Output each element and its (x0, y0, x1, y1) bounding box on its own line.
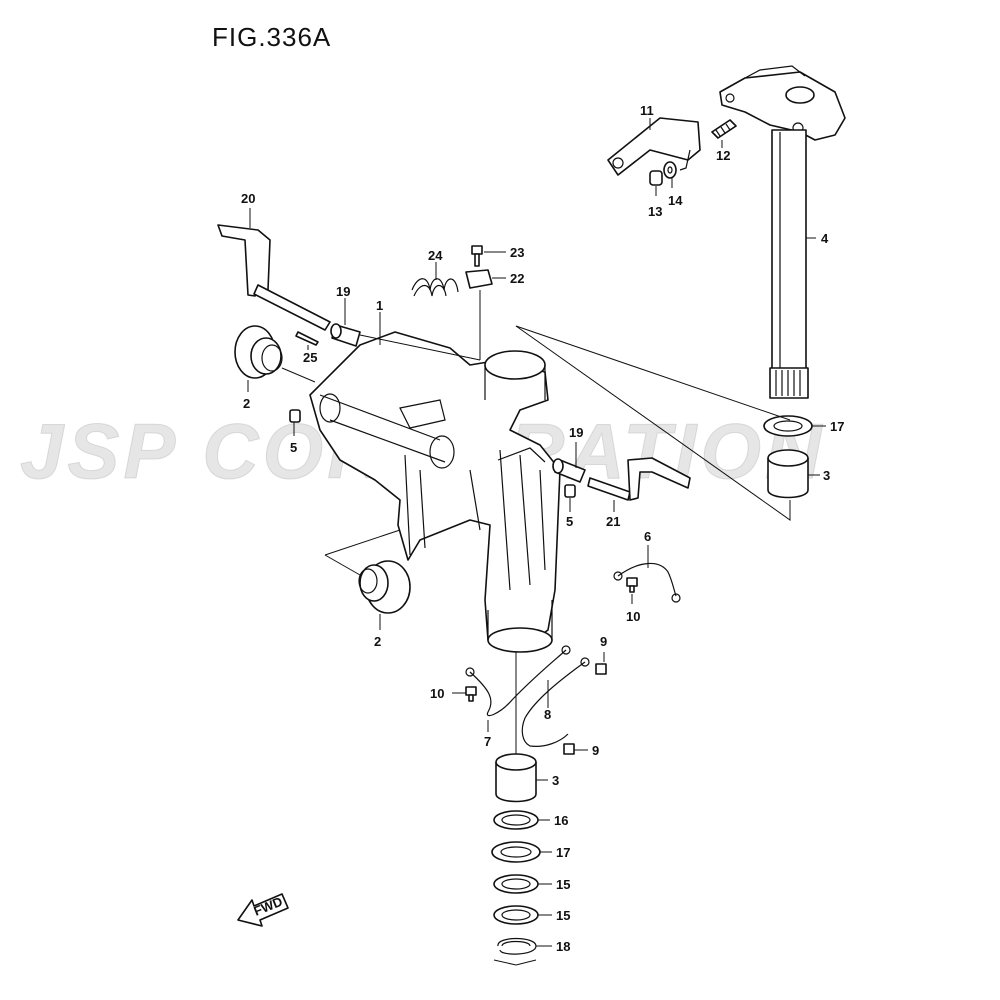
callout-1: 1 (376, 298, 383, 313)
part-17-washer-lower[interactable] (491, 841, 541, 863)
callout-19-upper: 19 (336, 284, 350, 299)
callout-3-lower: 3 (552, 773, 559, 788)
callout-19-lower: 19 (569, 425, 583, 440)
callout-10-left: 10 (430, 686, 444, 701)
fwd-arrow-icon: FWD (237, 893, 289, 927)
part-18-circlip[interactable] (497, 937, 537, 955)
part-16-washer[interactable] (493, 810, 539, 830)
part-4-steering-shaft[interactable] (719, 65, 846, 399)
callout-2-lower: 2 (374, 634, 381, 649)
callout-23: 23 (510, 245, 524, 260)
leader-lines (247, 118, 826, 966)
callout-17-lower: 17 (556, 845, 570, 860)
part-22-clamp[interactable] (465, 269, 493, 289)
part-9-bolt-upper[interactable] (595, 663, 607, 675)
callout-20: 20 (241, 191, 255, 206)
callout-24: 24 (428, 248, 443, 263)
callout-4: 4 (821, 231, 829, 246)
callout-14: 14 (668, 193, 683, 208)
callout-9-lower: 9 (592, 743, 599, 758)
part-24-spring[interactable] (411, 278, 459, 297)
callout-22: 22 (510, 271, 524, 286)
part-5-grease-nipple-right[interactable] (564, 484, 576, 498)
part-23-bolt[interactable] (471, 245, 483, 267)
callout-15-upper: 15 (556, 877, 570, 892)
part-3-bushing-lower[interactable] (495, 753, 537, 803)
callout-labels: 4 11 12 13 14 20 19 25 2 5 1 24 22 23 17… (241, 103, 844, 954)
part-9-bolt-lower[interactable] (563, 743, 575, 755)
part-20-lever[interactable] (217, 224, 331, 331)
part-6-lead-wire[interactable] (613, 562, 681, 603)
part-3-bushing-upper[interactable] (767, 449, 809, 499)
part-19-bushing-lower[interactable] (552, 458, 586, 483)
callout-2-upper: 2 (243, 396, 250, 411)
figure-title: FIG.336A (212, 22, 332, 52)
callout-8: 8 (544, 707, 551, 722)
callout-11: 11 (640, 103, 654, 118)
part-2-bushing-upper[interactable] (234, 325, 283, 379)
callout-21: 21 (606, 514, 620, 529)
callout-13: 13 (648, 204, 662, 219)
part-5-grease-nipple-left[interactable] (289, 409, 301, 423)
callout-17-upper: 17 (830, 419, 844, 434)
callout-12: 12 (716, 148, 730, 163)
callout-3-upper: 3 (823, 468, 830, 483)
part-11-bracket[interactable] (607, 117, 701, 176)
part-21-lever[interactable] (587, 457, 691, 501)
callout-16: 16 (554, 813, 568, 828)
part-12-stud-bolt[interactable] (711, 119, 737, 139)
part-2-bushing-lower[interactable] (358, 560, 411, 614)
callout-5-left: 5 (290, 440, 297, 455)
part-10-screw-left[interactable] (465, 686, 477, 702)
part-1-swivel-bracket[interactable] (309, 331, 561, 653)
callout-7: 7 (484, 734, 491, 749)
callout-9-upper: 9 (600, 634, 607, 649)
part-14-washer[interactable] (663, 161, 677, 179)
callout-6: 6 (644, 529, 651, 544)
part-7-lead-wire[interactable] (465, 645, 571, 717)
callout-10-right: 10 (626, 609, 640, 624)
callout-25: 25 (303, 350, 317, 365)
part-15-washer-lower[interactable] (493, 905, 539, 925)
part-15-washer-upper[interactable] (493, 874, 539, 894)
part-19-bushing-upper[interactable] (330, 323, 361, 347)
part-10-screw-right[interactable] (626, 577, 638, 593)
callout-5-right: 5 (566, 514, 573, 529)
callout-18: 18 (556, 939, 570, 954)
callout-15-lower: 15 (556, 908, 570, 923)
part-13-nut[interactable] (649, 170, 663, 186)
part-25-pin[interactable] (295, 331, 319, 346)
part-8-lead-wire[interactable] (521, 657, 590, 747)
